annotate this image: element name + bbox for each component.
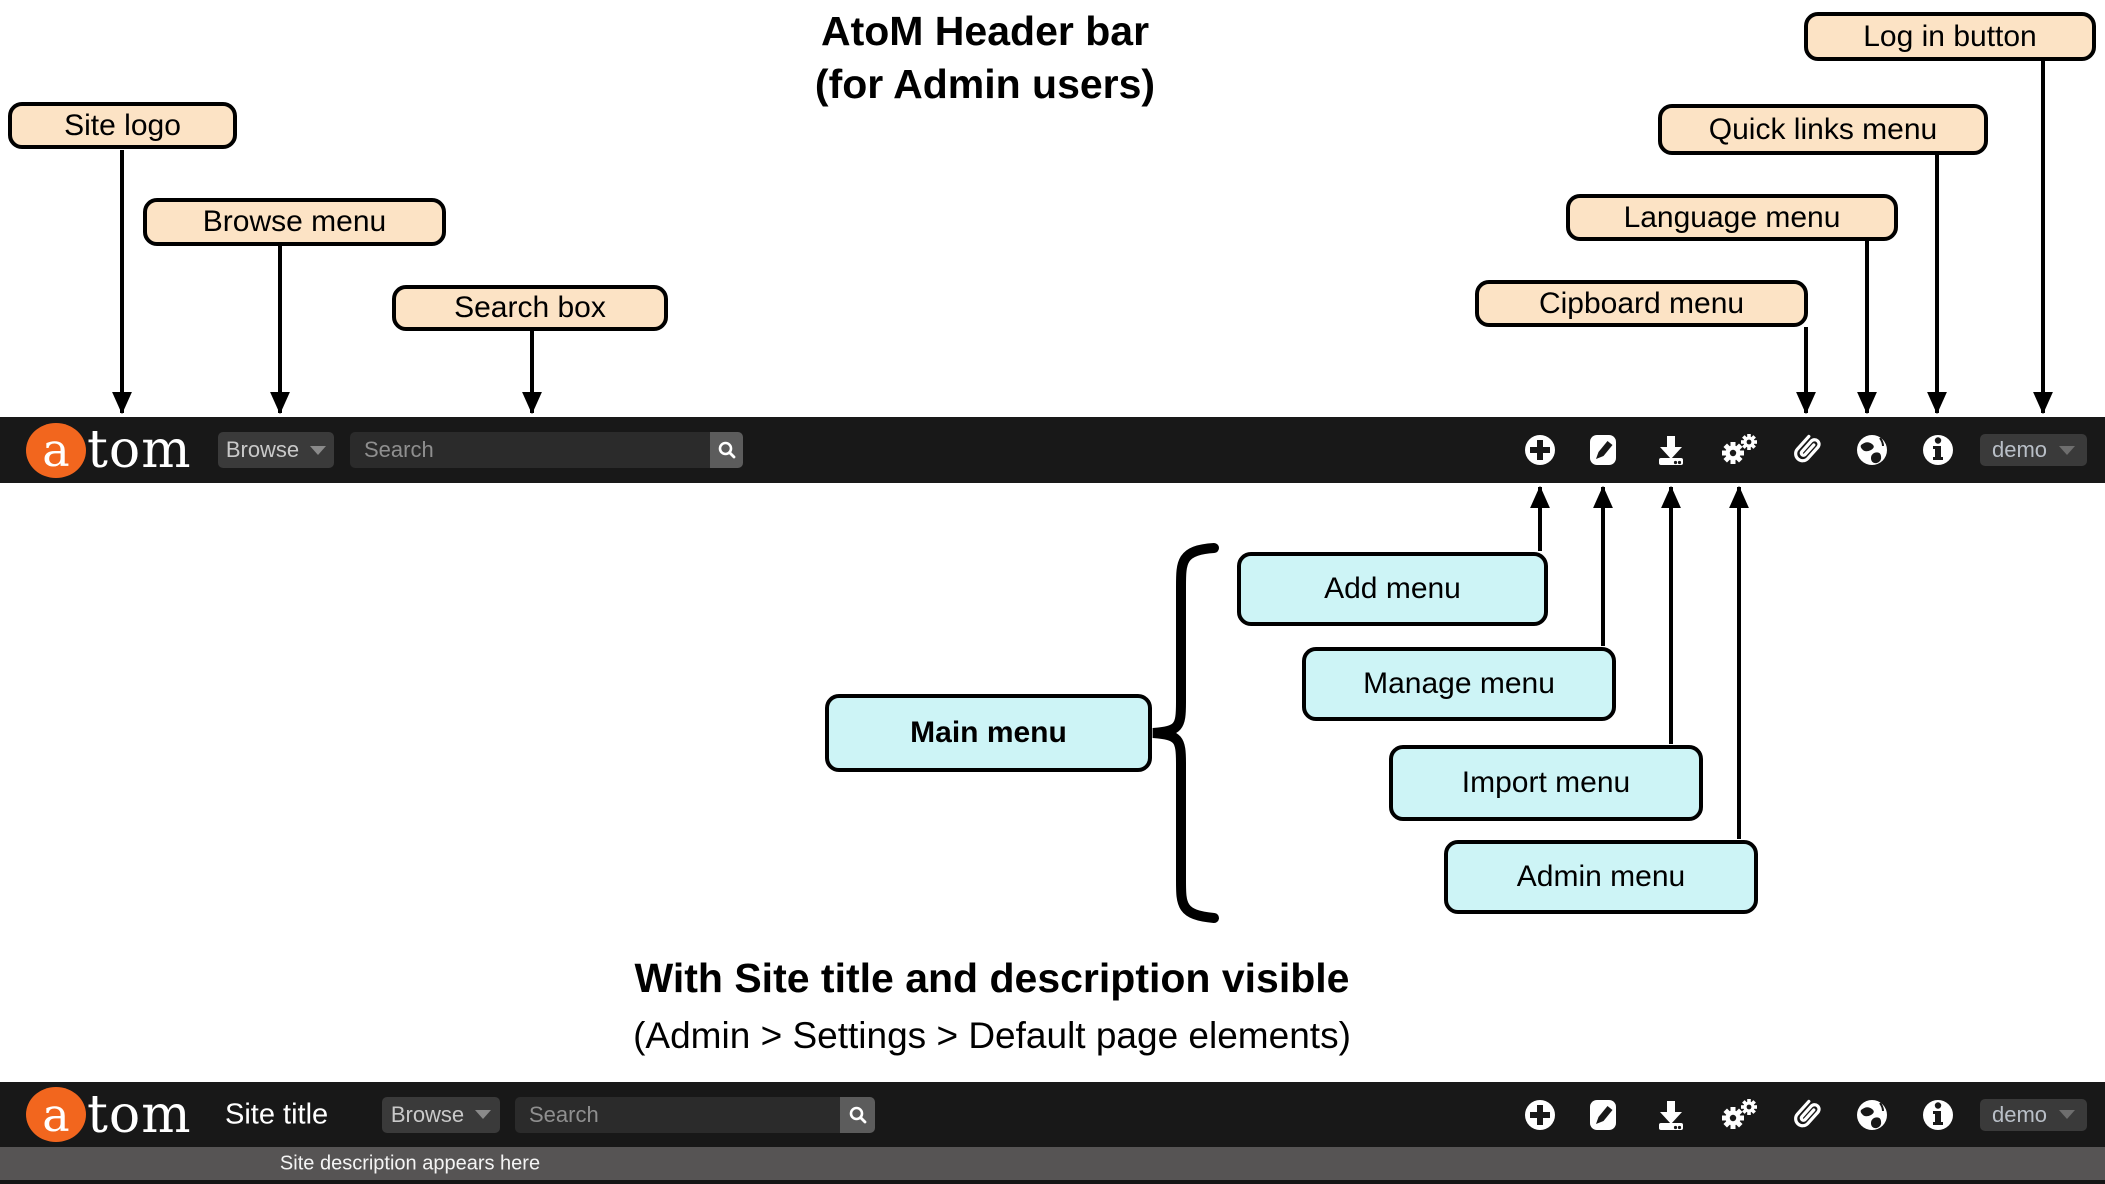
bottom-border [0, 1180, 2105, 1184]
site-logo[interactable]: a tom [26, 1085, 192, 1145]
site-title-text[interactable]: Site title [225, 1098, 329, 1130]
atom-header-bar-with-title: a tom Site title Browse [0, 1082, 2105, 1147]
atom-header-bar: a tom Browse [0, 417, 2105, 483]
import-download-icon [1659, 436, 1683, 465]
info-icon [1923, 435, 1953, 465]
callout-admin-menu: Admin menu [1444, 840, 1758, 914]
search-icon [718, 441, 735, 459]
clipboard-menu-button[interactable] [1784, 1093, 1828, 1137]
gears-icon [1722, 1098, 1757, 1129]
manage-menu-button[interactable] [1581, 428, 1625, 472]
main-menu-brace [1152, 543, 1219, 923]
section2-title: With Site title and description visible [635, 952, 1350, 1005]
callout-admin-menu-label: Admin menu [1516, 860, 1686, 893]
language-menu-button[interactable] [1850, 428, 1894, 472]
search-input[interactable] [515, 1096, 840, 1133]
add-menu-button[interactable] [1518, 428, 1562, 472]
login-user-button[interactable]: demo [1980, 1098, 2087, 1131]
callout-language-menu-label: Language menu [1623, 200, 1841, 234]
import-menu-button[interactable] [1649, 428, 1693, 472]
search-box [515, 1096, 875, 1133]
quick-links-menu-button[interactable] [1916, 428, 1960, 472]
login-user-label: demo [1991, 437, 2048, 462]
callout-search-box: Search box [392, 285, 668, 331]
browse-menu-label: Browse [225, 437, 300, 462]
section2-subtitle: (Admin > Settings > Default page element… [633, 1015, 1351, 1056]
callout-login-button-label: Log in button [1863, 19, 2037, 53]
diagram-title-line2: (for Admin users) [814, 61, 1156, 107]
info-icon [1923, 1099, 1953, 1130]
callout-main-menu: Main menu [825, 694, 1152, 772]
browse-menu-label: Browse [390, 1101, 465, 1127]
atom-logo-text: tom [87, 1084, 192, 1145]
add-menu-button[interactable] [1518, 1093, 1562, 1137]
gears-icon [1722, 434, 1757, 464]
site-description-bar: Site description appears here [0, 1147, 2105, 1180]
manage-menu-button[interactable] [1581, 1093, 1625, 1137]
section2-title-line1: With Site title and description visible [634, 955, 1350, 1001]
site-description-text: Site description appears here [279, 1152, 541, 1174]
search-input[interactable] [350, 432, 710, 468]
callout-add-menu: Add menu [1237, 552, 1548, 626]
import-menu-button[interactable] [1649, 1093, 1693, 1137]
callout-login-button: Log in button [1804, 12, 2096, 61]
chevron-down-icon [310, 445, 327, 455]
callout-import-menu: Import menu [1389, 745, 1703, 821]
import-download-icon [1659, 1100, 1683, 1130]
plus-circle-icon [1525, 1099, 1555, 1130]
callout-manage-menu: Manage menu [1302, 647, 1616, 721]
chevron-down-icon [2059, 445, 2076, 455]
diagram-title-line1: AtoM Header bar [820, 8, 1150, 54]
language-menu-button[interactable] [1850, 1093, 1894, 1137]
callout-main-menu-label: Main menu [910, 716, 1067, 749]
quick-links-menu-button[interactable] [1916, 1093, 1960, 1137]
globe-icon [1857, 435, 1887, 465]
callout-add-menu-label: Add menu [1324, 572, 1461, 605]
search-button[interactable] [710, 432, 743, 468]
site-logo[interactable]: a tom [26, 420, 192, 480]
clipboard-menu-button[interactable] [1784, 428, 1828, 472]
search-button[interactable] [840, 1096, 875, 1133]
callout-language-menu: Language menu [1566, 194, 1898, 241]
callout-quick-links-menu-label: Quick links menu [1708, 112, 1938, 146]
paperclip-icon [1794, 1099, 1821, 1127]
search-box [350, 432, 743, 468]
admin-menu-button[interactable] [1717, 428, 1761, 472]
login-user-label: demo [1991, 1101, 2048, 1127]
callout-clipboard-menu: Cipboard menu [1475, 280, 1808, 327]
pencil-square-icon [1590, 1099, 1616, 1130]
chevron-down-icon [475, 1110, 492, 1119]
callout-browse-menu: Browse menu [143, 198, 446, 246]
atom-logo-a-icon: a [26, 422, 86, 478]
callout-clipboard-menu-label: Cipboard menu [1538, 286, 1745, 320]
browse-menu-button[interactable]: Browse [218, 432, 334, 468]
diagram-title: AtoM Header bar (for Admin users) [815, 5, 1155, 111]
plus-circle-icon [1525, 435, 1555, 465]
callout-site-logo-label: Site logo [64, 108, 181, 142]
globe-icon [1857, 1099, 1887, 1130]
callout-quick-links-menu: Quick links menu [1658, 104, 1988, 155]
atom-logo-text: tom [87, 420, 192, 480]
browse-menu-button[interactable]: Browse [382, 1096, 500, 1133]
callout-import-menu-label: Import menu [1461, 766, 1631, 799]
paperclip-icon [1794, 434, 1821, 463]
callout-browse-menu-label: Browse menu [202, 205, 387, 238]
callout-site-logo: Site logo [8, 102, 237, 149]
pencil-square-icon [1590, 435, 1616, 465]
atom-logo-a-icon: a [26, 1087, 86, 1142]
admin-menu-button[interactable] [1717, 1093, 1761, 1137]
chevron-down-icon [2059, 1110, 2076, 1119]
login-user-button[interactable]: demo [1980, 434, 2087, 466]
callout-manage-menu-label: Manage menu [1363, 667, 1555, 700]
callout-search-box-label: Search box [454, 291, 606, 324]
search-icon [849, 1106, 866, 1123]
